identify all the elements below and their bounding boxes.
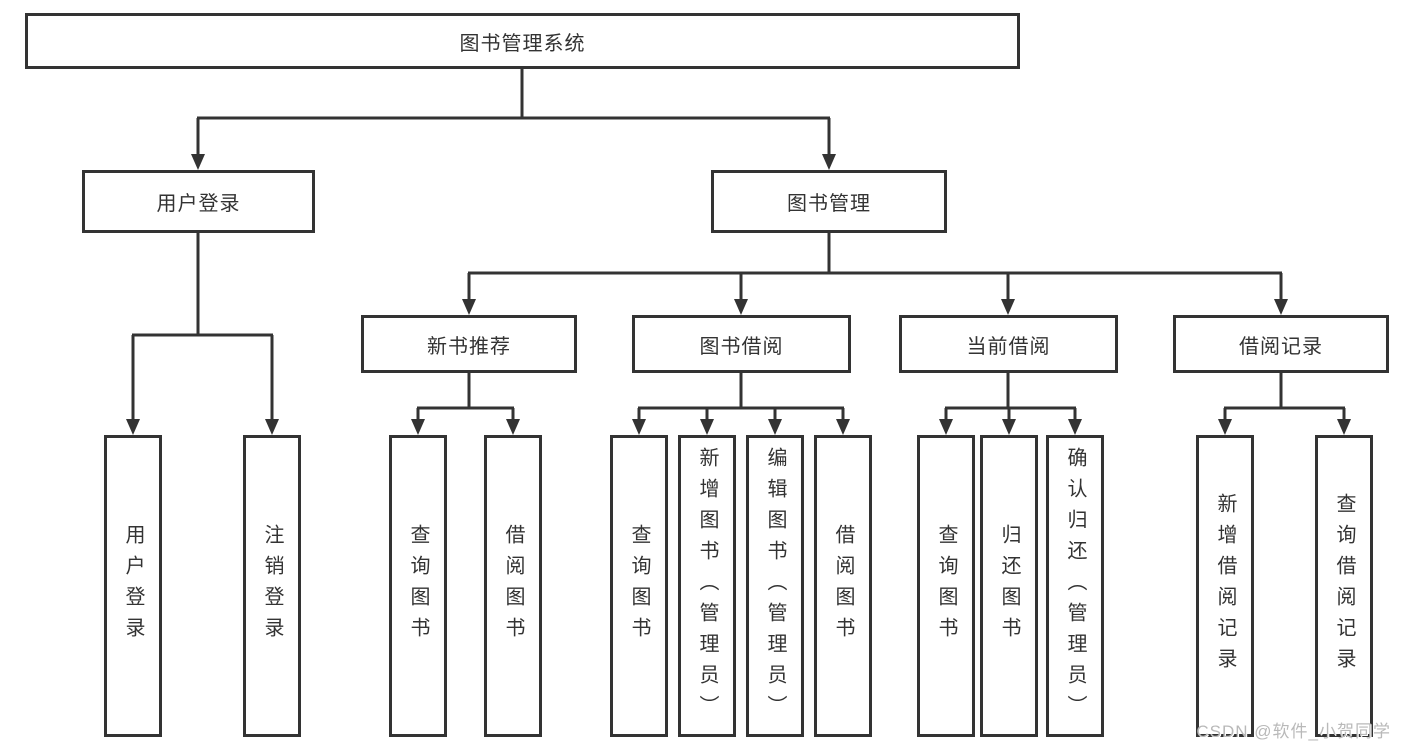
node-book-borrowing: 图书借阅 <box>632 315 851 373</box>
leaf-label: 新增借阅记录 <box>1214 493 1236 679</box>
leaf-label: 查询图书 <box>407 524 429 648</box>
leaf-logout: 注销登录 <box>243 435 301 737</box>
leaf-user-login: 用户登录 <box>104 435 162 737</box>
leaf-label: 借阅图书 <box>502 524 524 648</box>
node-user-login: 用户登录 <box>82 170 315 233</box>
node-book-management: 图书管理 <box>711 170 947 233</box>
leaf-add-borrow-record: 新增借阅记录 <box>1196 435 1254 737</box>
leaf-query-books: 查询图书 <box>389 435 447 737</box>
node-label: 借阅记录 <box>1239 335 1323 358</box>
leaf-label: 借阅图书 <box>832 524 854 648</box>
node-library-management-system: 图书管理系统 <box>25 13 1020 69</box>
leaf-label: 查询图书 <box>628 524 650 648</box>
leaf-label: 查询借阅记录 <box>1333 493 1355 679</box>
leaf-borrow-books: 借阅图书 <box>484 435 542 737</box>
node-label: 新书推荐 <box>427 335 511 358</box>
leaf-query-borrow-record: 查询借阅记录 <box>1315 435 1373 737</box>
node-current-borrowing: 当前借阅 <box>899 315 1118 373</box>
leaf-label: 查询图书 <box>935 524 957 648</box>
node-label: 用户登录 <box>156 193 241 215</box>
leaf-query-books: 查询图书 <box>917 435 975 737</box>
leaf-label: 归还图书 <box>998 524 1020 648</box>
leaf-label: 编辑图书（管理员） <box>764 446 786 726</box>
node-borrowing-records: 借阅记录 <box>1173 315 1389 373</box>
csdn-watermark: CSDN @软件_小贺同学 <box>1196 722 1391 741</box>
leaf-label: 新增图书（管理员） <box>696 446 718 726</box>
node-label: 图书借阅 <box>699 335 784 358</box>
leaf-return-books: 归还图书 <box>980 435 1038 737</box>
leaf-label: 用户登录 <box>122 524 144 648</box>
leaf-label: 注销登录 <box>261 524 283 648</box>
leaf-label: 确认归还（管理员） <box>1064 446 1086 726</box>
leaf-query-books: 查询图书 <box>610 435 668 737</box>
leaf-borrow-books: 借阅图书 <box>814 435 872 737</box>
leaf-add-books-admin: 新增图书（管理员） <box>678 435 736 737</box>
node-label: 图书管理 <box>787 193 871 215</box>
node-label: 当前借阅 <box>966 335 1051 358</box>
node-label: 图书管理系统 <box>459 32 586 55</box>
leaf-confirm-return-admin: 确认归还（管理员） <box>1046 435 1104 737</box>
node-new-book-recommendation: 新书推荐 <box>361 315 577 373</box>
leaf-edit-books-admin: 编辑图书（管理员） <box>746 435 804 737</box>
